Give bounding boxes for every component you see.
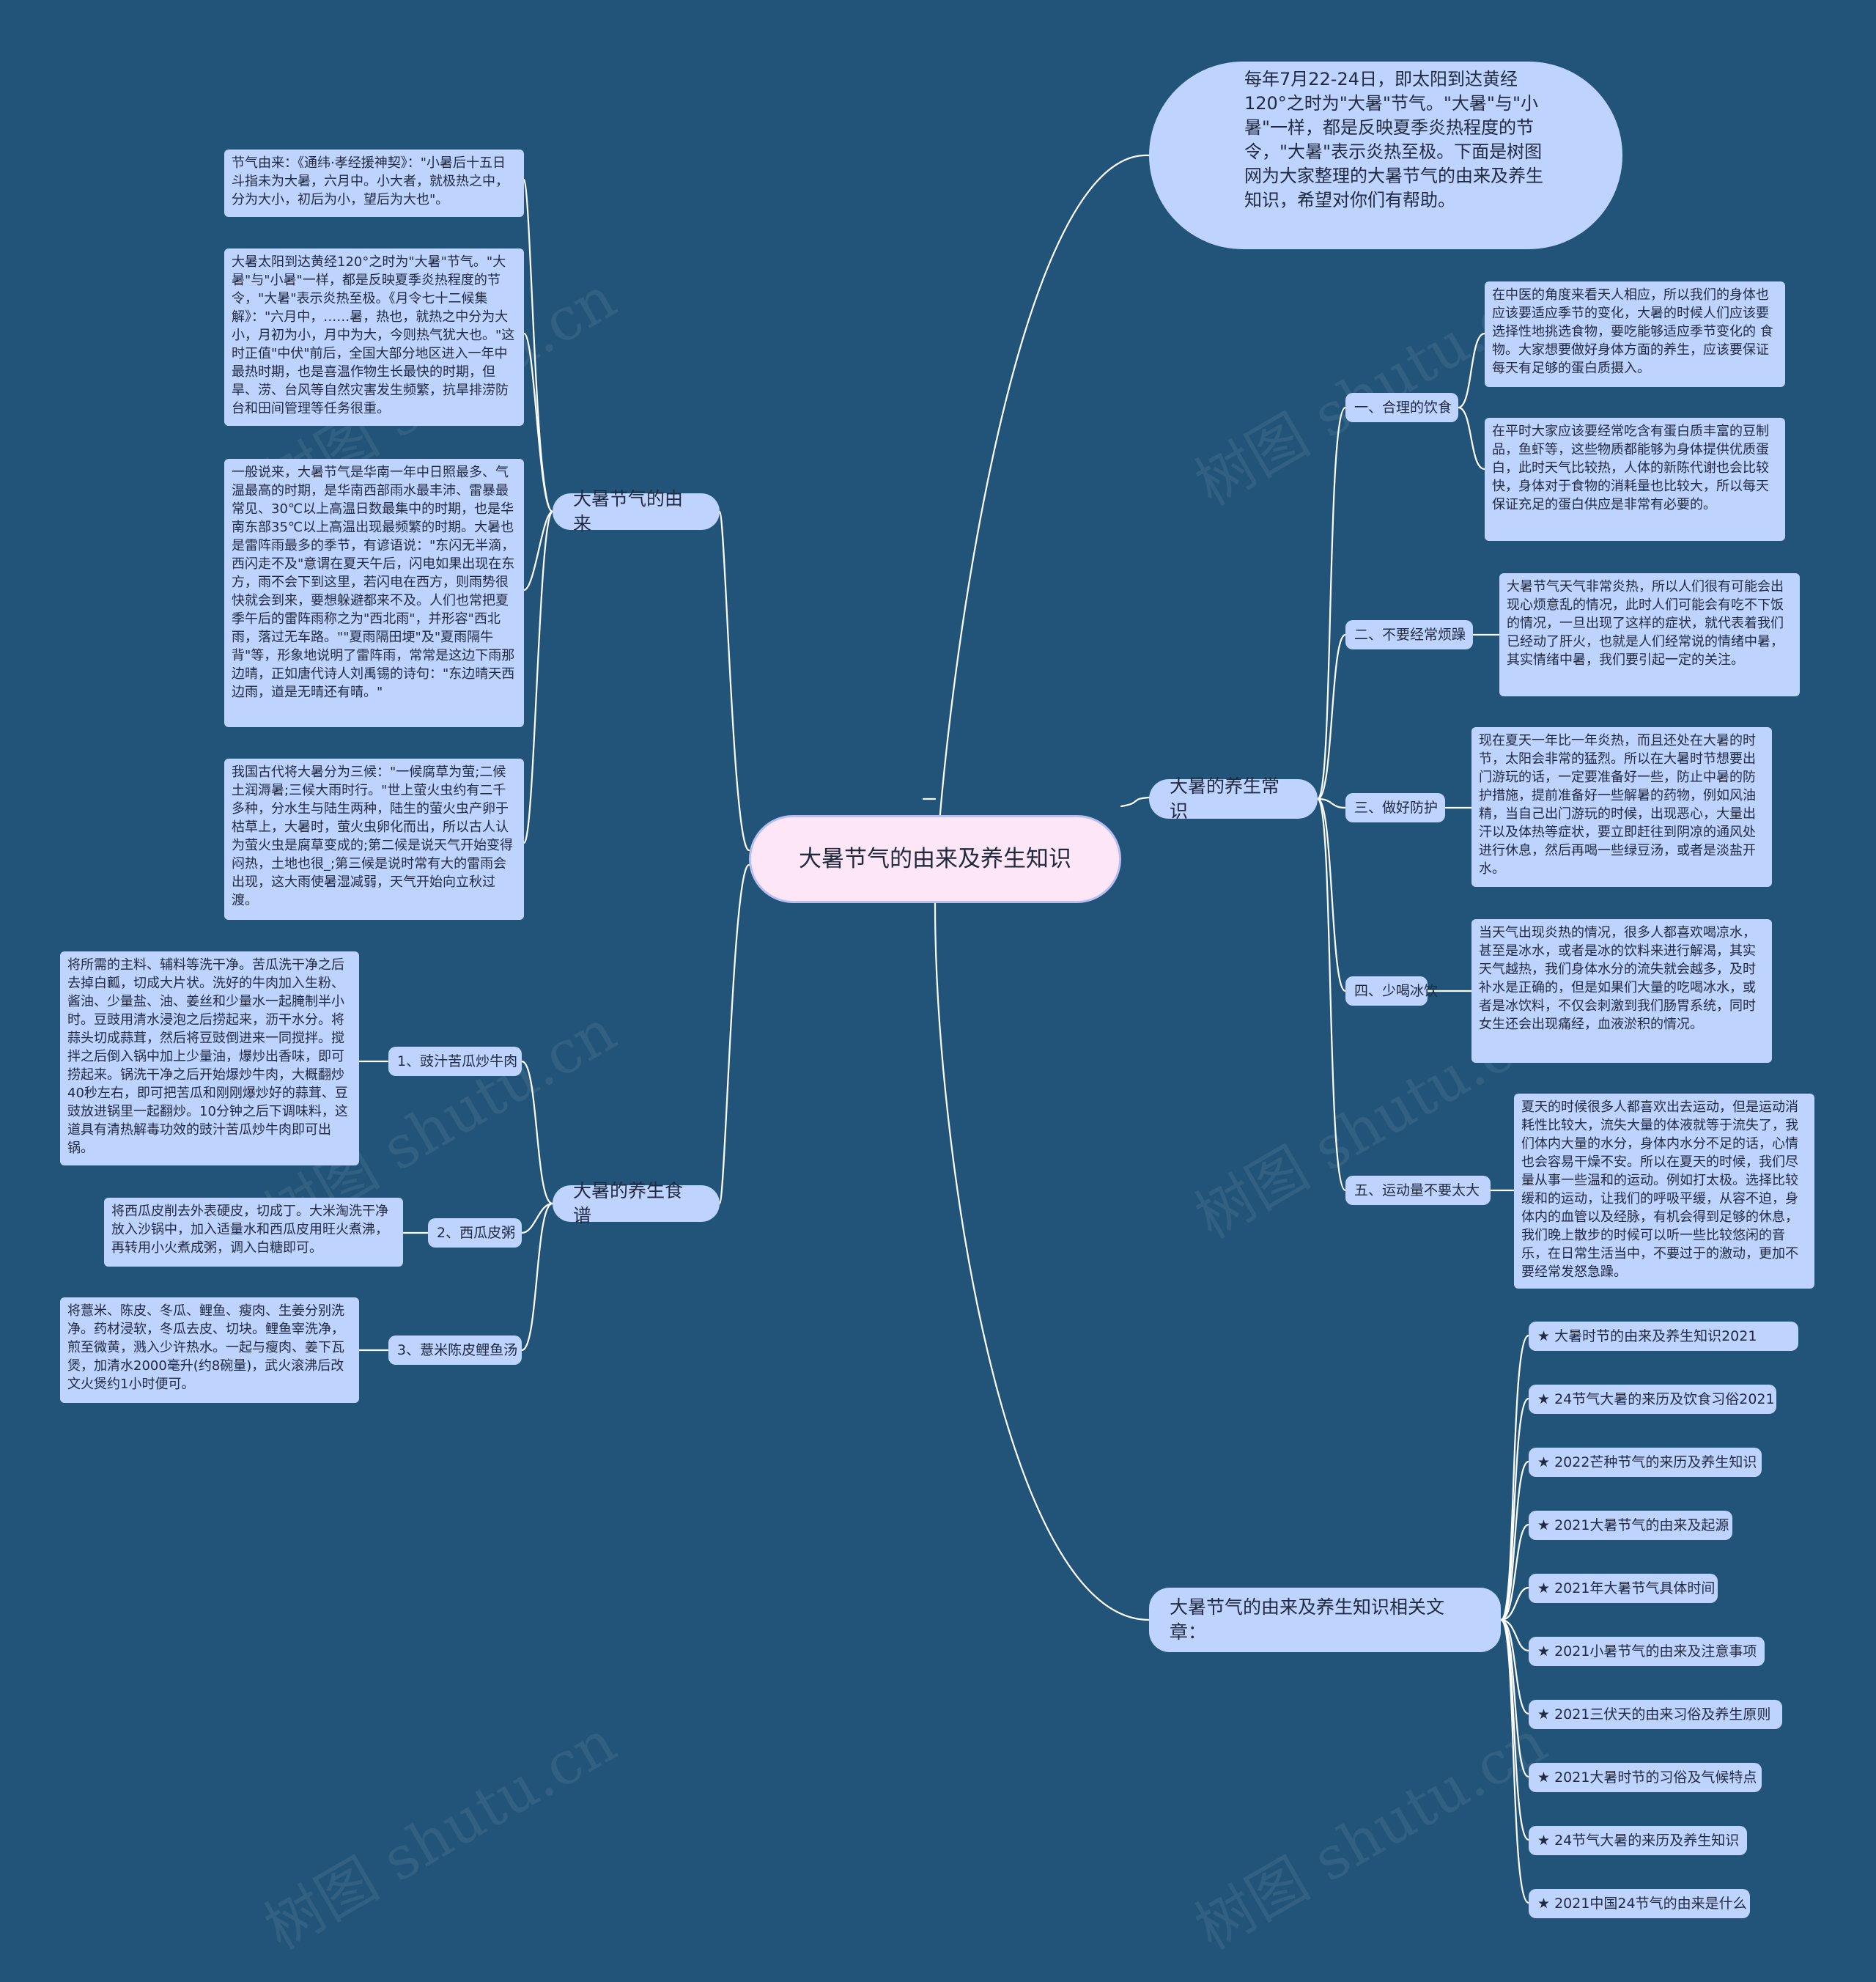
related-link-2[interactable]: ★ 24节气大暑的来历及饮食习俗2021 bbox=[1529, 1385, 1776, 1414]
health-item-4[interactable]: 四、少喝冰饮 bbox=[1345, 976, 1438, 1006]
health-text: 当天气出现炎热的情况，很多人都喜欢喝凉水，甚至是冰水，或者是冰的饮料来进行解渴，… bbox=[1479, 925, 1756, 1032]
related-node[interactable]: 大暑节气的由来及养生知识相关文章： bbox=[1149, 1588, 1501, 1652]
health-item-2[interactable]: 二、不要经常烦躁 bbox=[1345, 620, 1473, 649]
related-link-1[interactable]: ★ 大暑时节的由来及养生知识2021 bbox=[1529, 1322, 1798, 1351]
origin-node[interactable]: 大暑节气的由来 bbox=[553, 488, 720, 534]
related-link-3[interactable]: ★ 2022芒种节气的来历及养生知识 bbox=[1529, 1448, 1762, 1477]
related-link-text: ★ 24节气大暑的来历及养生知识 bbox=[1537, 1832, 1740, 1849]
health-item-label: 五、运动量不要太大 bbox=[1354, 1182, 1480, 1198]
recipes-node[interactable]: 大暑的养生食谱 bbox=[553, 1180, 720, 1226]
health-item-5[interactable]: 五、运动量不要太大 bbox=[1345, 1176, 1491, 1205]
health-leaf-3[interactable]: 现在夏天一年比一年炎热，而且还处在大暑的时节，太阳会非常的猛烈。所以在大暑时节想… bbox=[1471, 727, 1772, 887]
health-label: 大暑的养生常识 bbox=[1170, 776, 1280, 822]
related-link-text: ★ 2021年大暑节气具体时间 bbox=[1537, 1580, 1716, 1596]
health-leaf-1b[interactable]: 在平时大家应该要经常吃含有蛋白质丰富的豆制品，鱼虾等，这些物质都能够为身体提供优… bbox=[1485, 418, 1785, 541]
health-item-label: 三、做好防护 bbox=[1354, 800, 1439, 816]
health-text: 在中医的角度来看天人相应，所以我们的身体也应该要适应季节的变化，大暑的时候人们应… bbox=[1492, 287, 1773, 376]
related-link-text: ★ 大暑时节的由来及养生知识2021 bbox=[1537, 1328, 1757, 1344]
recipe-item-1[interactable]: 1、豉汁苦瓜炒牛肉 bbox=[388, 1047, 522, 1076]
health-node[interactable]: 大暑的养生常识 bbox=[1149, 776, 1318, 822]
recipe-label: 2、西瓜皮粥 bbox=[437, 1225, 516, 1241]
health-leaf-2[interactable]: 大暑节气天气非常炎热，所以人们很有可能会出现心烦意乱的情况，此时人们可能会有吃不… bbox=[1499, 573, 1800, 696]
root-node[interactable]: 大暑节气的由来及养生知识 bbox=[749, 815, 1121, 903]
related-link-text: ★ 2021中国24节气的由来是什么 bbox=[1537, 1896, 1747, 1912]
recipe-text: 将薏米、陈皮、冬瓜、鲤鱼、瘦肉、生姜分别洗净。药材浸软，冬瓜去皮、切块。鲤鱼宰洗… bbox=[67, 1303, 344, 1392]
related-link-text: ★ 2022芒种节气的来历及养生知识 bbox=[1537, 1454, 1757, 1470]
origin-leaf-3[interactable]: 一般说来，大暑节气是华南一年中日照最多、气温最高的时期，是华南西部雨水最丰沛、雷… bbox=[224, 459, 524, 727]
origin-leaf-1[interactable]: 节气由来：《通纬·孝经援神契》："小暑后十五日斗指未为大暑，六月中。小大者，就极… bbox=[224, 150, 524, 217]
related-link-8[interactable]: ★ 2021大暑时节的习俗及气候特点 bbox=[1529, 1763, 1762, 1792]
related-link-10[interactable]: ★ 2021中国24节气的由来是什么 bbox=[1529, 1889, 1750, 1918]
recipe-item-2[interactable]: 2、西瓜皮粥 bbox=[428, 1218, 522, 1248]
recipe-leaf-3[interactable]: 将薏米、陈皮、冬瓜、鲤鱼、瘦肉、生姜分别洗净。药材浸软，冬瓜去皮、切块。鲤鱼宰洗… bbox=[60, 1297, 359, 1403]
root-label: 大暑节气的由来及养生知识 bbox=[799, 846, 1071, 872]
health-item-label: 一、合理的饮食 bbox=[1354, 399, 1452, 416]
recipes-label: 大暑的养生食谱 bbox=[573, 1180, 684, 1226]
recipe-text: 将所需的主料、辅料等洗干净。苦瓜洗干净之后去掉白瓤，切成大片状。洗好的牛肉加入生… bbox=[67, 957, 348, 1156]
recipe-text: 将西瓜皮削去外表硬皮，切成丁。大米淘洗干净放入沙锅中，加入适量水和西瓜皮用旺火煮… bbox=[111, 1204, 388, 1256]
intro-text: 每年7月22-24日，即太阳到达黄经120°之时为"大暑"节气。"大暑"与"小暑… bbox=[1244, 69, 1543, 210]
related-link-text: ★ 2021三伏天的由来习俗及养生原则 bbox=[1537, 1706, 1771, 1723]
health-leaf-4[interactable]: 当天气出现炎热的情况，很多人都喜欢喝凉水，甚至是冰水，或者是冰的饮料来进行解渴，… bbox=[1471, 919, 1772, 1063]
health-item-3[interactable]: 三、做好防护 bbox=[1345, 793, 1445, 822]
related-link-text: ★ 2021大暑时节的习俗及气候特点 bbox=[1537, 1769, 1757, 1786]
health-text: 大暑节气天气非常炎热，所以人们很有可能会出现心烦意乱的情况，此时人们可能会有吃不… bbox=[1507, 579, 1784, 668]
related-link-7[interactable]: ★ 2021三伏天的由来习俗及养生原则 bbox=[1529, 1700, 1782, 1729]
recipe-item-3[interactable]: 3、薏米陈皮鲤鱼汤 bbox=[388, 1336, 522, 1365]
origin-leaf-text: 大暑太阳到达黄经120°之时为"大暑"节气。"大暑"与"小暑"一样，都是反映夏季… bbox=[232, 254, 515, 416]
intro-node[interactable]: 每年7月22-24日，即太阳到达黄经120°之时为"大暑"节气。"大暑"与"小暑… bbox=[1149, 62, 1622, 249]
health-item-1[interactable]: 一、合理的饮食 bbox=[1345, 393, 1458, 422]
origin-leaf-text: 我国古代将大暑分为三候："一候腐草为萤;二候土润溽暑;三候大雨时行。"世上萤火虫… bbox=[232, 765, 514, 908]
recipe-label: 3、薏米陈皮鲤鱼汤 bbox=[397, 1342, 518, 1358]
related-link-text: ★ 2021小暑节气的由来及注意事项 bbox=[1537, 1643, 1757, 1659]
recipe-leaf-1[interactable]: 将所需的主料、辅料等洗干净。苦瓜洗干净之后去掉白瓤，切成大片状。洗好的牛肉加入生… bbox=[60, 951, 359, 1165]
health-item-label: 二、不要经常烦躁 bbox=[1354, 627, 1466, 643]
health-text: 在平时大家应该要经常吃含有蛋白质丰富的豆制品，鱼虾等，这些物质都能够为身体提供优… bbox=[1492, 424, 1769, 512]
origin-leaf-2[interactable]: 大暑太阳到达黄经120°之时为"大暑"节气。"大暑"与"小暑"一样，都是反映夏季… bbox=[224, 248, 524, 426]
related-link-text: ★ 2021大暑节气的由来及起源 bbox=[1537, 1517, 1729, 1533]
origin-label: 大暑节气的由来 bbox=[573, 488, 684, 534]
health-item-label: 四、少喝冰饮 bbox=[1354, 983, 1439, 999]
related-label: 大暑节气的由来及养生知识相关文章： bbox=[1170, 1596, 1445, 1643]
related-link-4[interactable]: ★ 2021大暑节气的由来及起源 bbox=[1529, 1511, 1732, 1540]
recipe-label: 1、豉汁苦瓜炒牛肉 bbox=[397, 1053, 518, 1069]
related-link-9[interactable]: ★ 24节气大暑的来历及养生知识 bbox=[1529, 1826, 1747, 1855]
health-leaf-1a[interactable]: 在中医的角度来看天人相应，所以我们的身体也应该要适应季节的变化，大暑的时候人们应… bbox=[1485, 281, 1785, 387]
recipe-leaf-2[interactable]: 将西瓜皮削去外表硬皮，切成丁。大米淘洗干净放入沙锅中，加入适量水和西瓜皮用旺火煮… bbox=[104, 1198, 403, 1267]
origin-leaf-text: 节气由来：《通纬·孝经援神契》："小暑后十五日斗指未为大暑，六月中。小大者，就极… bbox=[232, 155, 509, 207]
origin-leaf-4[interactable]: 我国古代将大暑分为三候："一候腐草为萤;二候土润溽暑;三候大雨时行。"世上萤火虫… bbox=[224, 759, 524, 920]
related-link-text: ★ 24节气大暑的来历及饮食习俗2021 bbox=[1537, 1391, 1775, 1407]
origin-leaf-text: 一般说来，大暑节气是华南一年中日照最多、气温最高的时期，是华南西部雨水最丰沛、雷… bbox=[232, 465, 515, 700]
health-leaf-5[interactable]: 夏天的时候很多人都喜欢出去运动，但是运动消耗性比较大，流失大量的体液就等于流失了… bbox=[1514, 1094, 1814, 1289]
health-text: 夏天的时候很多人都喜欢出去运动，但是运动消耗性比较大，流失大量的体液就等于流失了… bbox=[1521, 1099, 1798, 1280]
related-link-6[interactable]: ★ 2021小暑节气的由来及注意事项 bbox=[1529, 1637, 1765, 1666]
related-link-5[interactable]: ★ 2021年大暑节气具体时间 bbox=[1529, 1574, 1718, 1603]
health-text: 现在夏天一年比一年炎热，而且还处在大暑的时节，太阳会非常的猛烈。所以在大暑时节想… bbox=[1479, 733, 1756, 877]
